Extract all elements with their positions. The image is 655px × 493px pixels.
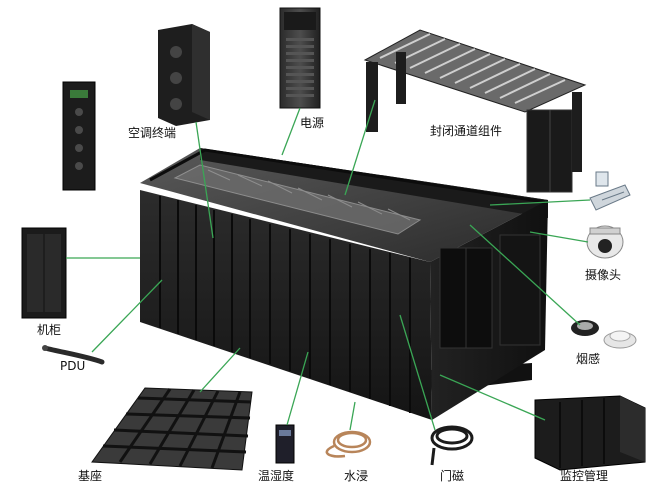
connector-lines xyxy=(66,99,591,431)
connector-monitoring xyxy=(439,374,546,421)
temp-humidity-sensor-illustration xyxy=(275,424,295,464)
label-rack: 机柜 xyxy=(37,323,62,337)
connector-water-leak xyxy=(349,401,356,431)
label-temp-humidity: 温湿度 xyxy=(258,469,295,483)
connector-smoke xyxy=(469,224,581,326)
smoke-detector-illustration xyxy=(571,320,637,349)
closed-aisle-frame-illustration xyxy=(363,29,587,193)
label-base: 基座 xyxy=(78,469,103,483)
switch-device-illustration xyxy=(589,171,631,211)
pdu-strip-illustration xyxy=(62,81,96,191)
label-power: 电源 xyxy=(300,116,325,130)
connector-pdu xyxy=(91,279,163,353)
base-frame-illustration xyxy=(91,387,253,471)
aisle-roof-panels xyxy=(173,164,422,235)
connector-base xyxy=(199,347,241,393)
main-containment-unit xyxy=(140,148,548,420)
label-water-leak: 水浸 xyxy=(344,469,369,483)
door-magnet-sensor-illustration xyxy=(430,425,474,466)
connector-closed-aisle xyxy=(344,99,376,196)
label-monitoring: 监控管理 xyxy=(560,469,609,483)
camera-illustration xyxy=(586,225,624,259)
label-door-magnet: 门磁 xyxy=(440,469,465,483)
connector-switch xyxy=(489,199,591,206)
label-camera: 摄像头 xyxy=(585,268,622,282)
rack-cabinet-illustration xyxy=(21,227,67,319)
connector-camera xyxy=(529,231,589,243)
label-smoke: 烟感 xyxy=(576,352,601,366)
connector-power xyxy=(281,107,301,156)
label-pdu: PDU xyxy=(60,359,86,373)
ac-terminal-illustration xyxy=(158,24,210,126)
connector-temp-humidity xyxy=(286,351,309,426)
water-leak-sensor-illustration xyxy=(325,430,372,458)
aisle-end-doors xyxy=(439,234,541,349)
monitoring-cabinets-illustration xyxy=(534,395,646,471)
label-ac-terminal: 空调终端 xyxy=(128,126,177,140)
connector-ac-terminal xyxy=(195,121,214,239)
label-closed-aisle: 封闭通道组件 xyxy=(430,124,503,138)
power-module-illustration xyxy=(279,7,321,109)
connector-door-magnet xyxy=(399,314,436,431)
pdu-cable-illustration xyxy=(42,345,105,365)
